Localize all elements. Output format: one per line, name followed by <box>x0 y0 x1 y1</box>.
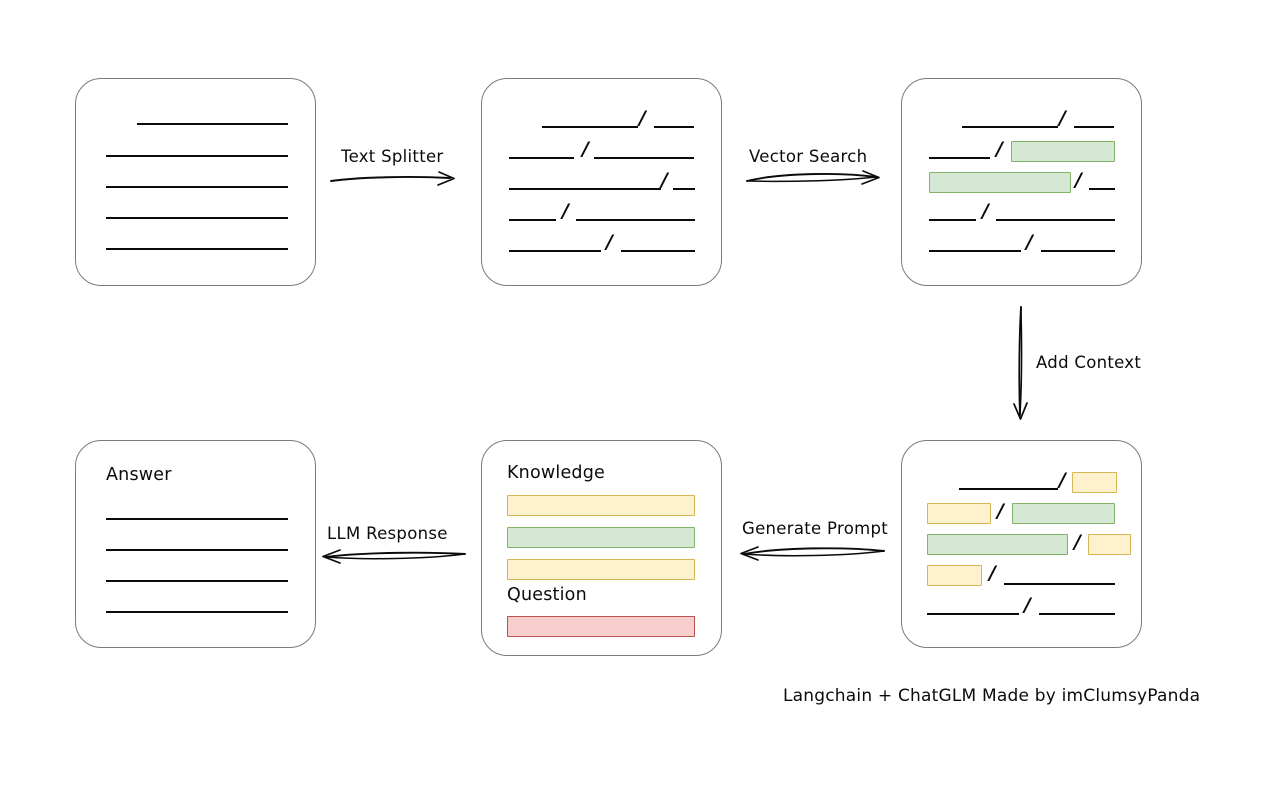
text-line <box>1039 613 1115 615</box>
text-line <box>137 123 288 125</box>
arrow-text-splitter <box>330 171 455 186</box>
slash-separator: / <box>1026 231 1033 253</box>
text-line <box>929 219 976 221</box>
arrow-add-context <box>1013 306 1028 420</box>
slash-separator: / <box>982 200 989 222</box>
card-source-document[interactable] <box>75 78 316 286</box>
text-line <box>929 157 990 159</box>
text-line <box>509 157 574 159</box>
text-line <box>927 613 1019 615</box>
card-prompt[interactable]: Knowledge Question <box>481 440 722 656</box>
text-line <box>996 219 1115 221</box>
slash-separator: / <box>996 138 1003 160</box>
slash-separator: / <box>606 231 613 253</box>
slash-separator: / <box>1059 469 1066 491</box>
text-line <box>509 219 556 221</box>
highlight-chip-yellow <box>507 559 695 580</box>
text-line <box>106 217 288 219</box>
arrow-label-generate-prompt: Generate Prompt <box>742 519 888 538</box>
card-split-chunks[interactable]: / / / / / <box>481 78 722 286</box>
text-line <box>1004 583 1115 585</box>
card-context-chunks[interactable]: / / / / / <box>901 440 1142 648</box>
highlight-chip-green <box>927 534 1068 555</box>
highlight-chip-yellow <box>1072 472 1117 493</box>
text-line <box>1089 188 1115 190</box>
highlight-chip-yellow <box>1088 534 1131 555</box>
prompt-knowledge-heading: Knowledge <box>507 463 605 483</box>
answer-heading: Answer <box>106 465 172 485</box>
slash-separator: / <box>997 500 1004 522</box>
arrow-label-llm-response: LLM Response <box>327 524 448 543</box>
slash-separator: / <box>989 562 996 584</box>
text-line <box>509 250 601 252</box>
text-line <box>106 186 288 188</box>
text-line <box>929 250 1021 252</box>
highlight-chip-yellow <box>927 565 982 586</box>
highlight-chip-green <box>1012 503 1115 524</box>
highlight-chip-green <box>507 527 695 548</box>
arrow-label-add-context: Add Context <box>1036 353 1142 372</box>
slash-separator: / <box>1059 107 1066 129</box>
text-line <box>621 250 695 252</box>
slash-separator: / <box>1024 594 1031 616</box>
slash-separator: / <box>639 107 646 129</box>
highlight-chip-green <box>1011 141 1115 162</box>
arrow-label-vector-search: Vector Search <box>749 147 868 166</box>
highlight-chip-red <box>507 616 695 637</box>
slash-separator: / <box>661 169 668 191</box>
text-line <box>654 126 694 128</box>
card-matched-chunks[interactable]: / / / / / <box>901 78 1142 286</box>
arrow-vector-search <box>746 170 880 185</box>
slash-separator: / <box>582 138 589 160</box>
text-line <box>542 126 638 128</box>
arrow-llm-response <box>322 549 466 564</box>
text-line <box>106 549 288 551</box>
text-line <box>106 611 288 613</box>
slash-separator: / <box>562 200 569 222</box>
text-line <box>509 188 661 190</box>
highlight-chip-yellow <box>507 495 695 516</box>
text-line <box>106 518 288 520</box>
text-line <box>673 188 695 190</box>
text-line <box>594 157 694 159</box>
text-line <box>106 248 288 250</box>
text-line <box>576 219 695 221</box>
slash-separator: / <box>1075 169 1082 191</box>
text-line <box>1041 250 1115 252</box>
text-line <box>106 155 288 157</box>
text-line <box>106 580 288 582</box>
text-line <box>959 488 1058 490</box>
slash-separator: / <box>1074 531 1081 553</box>
arrow-label-text-splitter: Text Splitter <box>341 147 444 166</box>
prompt-question-heading: Question <box>507 585 587 605</box>
highlight-chip-green <box>929 172 1071 193</box>
arrow-generate-prompt <box>740 546 885 561</box>
text-line <box>962 126 1058 128</box>
card-answer[interactable]: Answer <box>75 440 316 648</box>
credit-text: Langchain + ChatGLM Made by imClumsyPand… <box>783 686 1201 706</box>
text-line <box>1074 126 1114 128</box>
highlight-chip-yellow <box>927 503 991 524</box>
